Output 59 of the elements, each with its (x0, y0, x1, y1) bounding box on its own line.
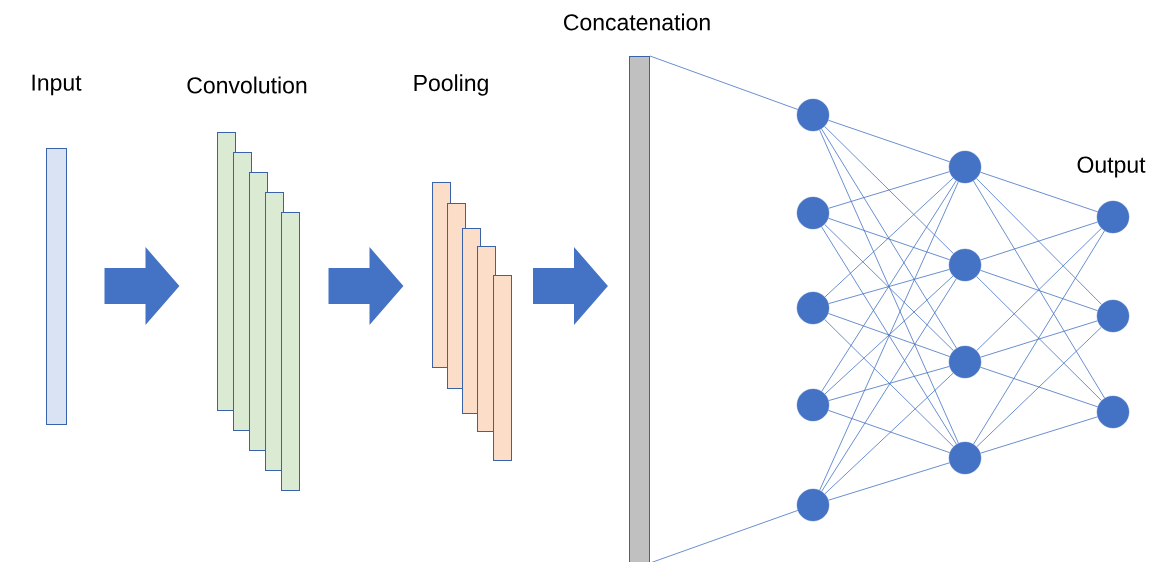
layer-label: Output (1077, 156, 1146, 178)
connection-line (828, 171, 950, 209)
layer-bar (233, 152, 252, 431)
layer-bar (265, 192, 284, 471)
connection-line (976, 178, 1102, 305)
connection-line (821, 180, 957, 392)
connection-line (980, 416, 1098, 454)
connection-line (824, 319, 954, 448)
layer-label: Input (32, 74, 82, 96)
connection-line (828, 366, 950, 401)
neuron-circle (948, 150, 982, 184)
connection-line (980, 221, 1098, 261)
connection-line (821, 278, 957, 492)
connection-line (824, 372, 954, 495)
connection-line (819, 129, 959, 444)
connection-line (824, 177, 954, 298)
connection-line (979, 269, 1099, 312)
neuron-circle (796, 196, 830, 230)
connection-line (827, 217, 951, 261)
connection-line (976, 326, 1102, 448)
connection-line (821, 226, 957, 445)
connection-line (828, 269, 950, 304)
layer-label: Convolution (187, 76, 307, 94)
neuron-circle (796, 388, 830, 422)
connection-line (821, 128, 957, 349)
neuron-circle (796, 98, 830, 132)
layer-label: Concatenation (564, 13, 710, 31)
connection-line (819, 181, 959, 491)
connection-line (824, 223, 954, 352)
connection-line (827, 409, 951, 454)
neuron-circle (1096, 200, 1130, 234)
layer-bar (281, 212, 300, 491)
neuron-circle (1096, 299, 1130, 333)
layer-label: Pooling (414, 74, 488, 96)
neuron-circle (948, 441, 982, 475)
connection-line (979, 366, 1099, 408)
connection-line (649, 510, 799, 562)
layer-bar (493, 275, 512, 461)
connection-line (824, 125, 954, 254)
layer-bar (477, 246, 496, 432)
connection-line (973, 230, 1105, 445)
connection-line (827, 119, 951, 163)
neuron-circle (1096, 395, 1130, 429)
connection-line (980, 320, 1098, 358)
connection-line (979, 171, 1099, 213)
connection-line (973, 180, 1106, 399)
connection-line (649, 55, 799, 110)
connection-line (976, 276, 1102, 401)
neuron-circle (796, 291, 830, 325)
connection-line (976, 227, 1102, 352)
neuron-circle (948, 345, 982, 379)
connection-line (827, 313, 951, 357)
neuron-circle (948, 248, 982, 282)
layer-bar (462, 228, 481, 414)
layer-bar (249, 172, 268, 451)
connection-line (828, 462, 950, 501)
layer-bar (447, 203, 466, 389)
neuron-circle (796, 488, 830, 522)
connection-line (824, 275, 954, 395)
